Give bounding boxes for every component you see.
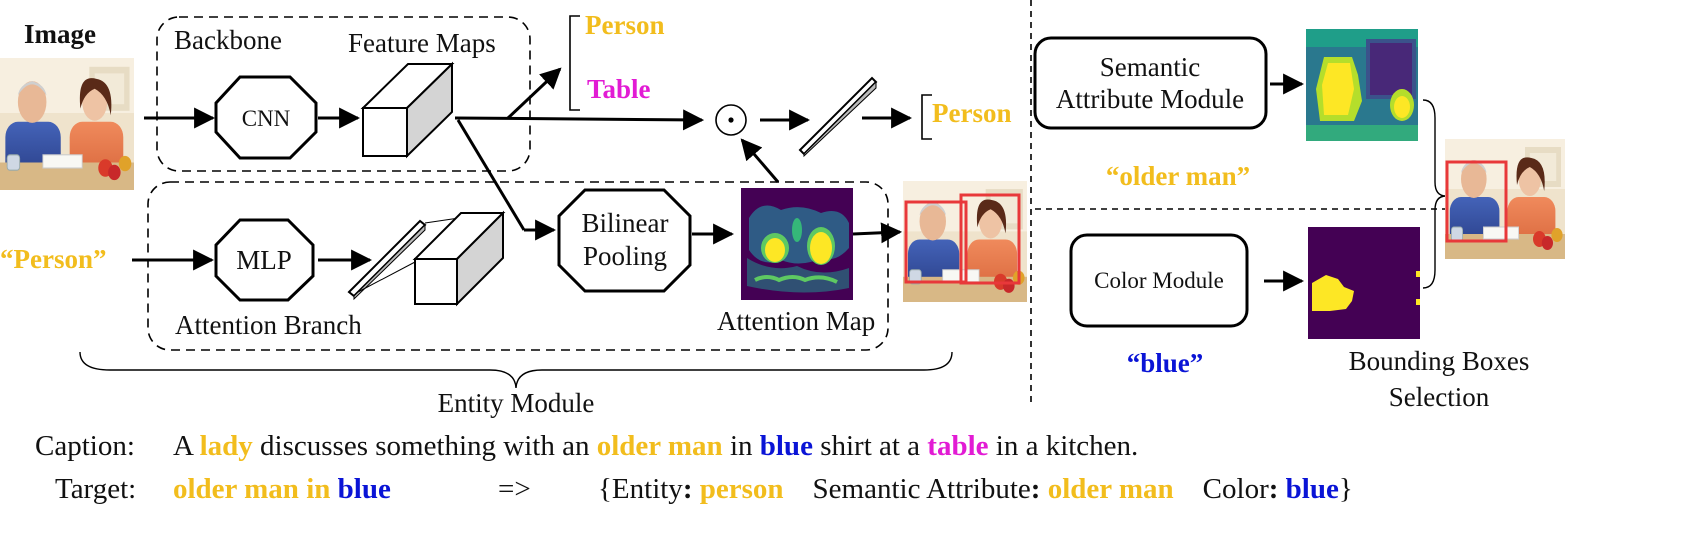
arrow-attention-bboxes bbox=[852, 222, 903, 244]
mlp-node bbox=[214, 218, 315, 302]
bbox-selection-line2: Selection bbox=[1389, 382, 1490, 412]
attention-branch-label: Attention Branch bbox=[175, 310, 362, 340]
attention-map-label: Attention Map bbox=[717, 306, 875, 336]
caption-text-part: older man bbox=[597, 430, 723, 462]
caption-text-part: A bbox=[173, 430, 200, 462]
target-parse-part: } bbox=[1339, 473, 1353, 505]
target-parse-part: {Entity bbox=[598, 473, 683, 505]
cnn-label: CNN bbox=[242, 106, 291, 131]
target-parse-part: Color bbox=[1174, 473, 1269, 505]
hadamard-dot bbox=[728, 117, 734, 123]
broadcast-line-bottom bbox=[357, 261, 416, 293]
semantic-attribute-module bbox=[1033, 36, 1268, 130]
feature-maps-label: Feature Maps bbox=[348, 28, 496, 58]
caption-text-part: table bbox=[927, 430, 988, 462]
target-parse-part: : bbox=[683, 473, 700, 505]
bilinear-label-line1: Bilinear bbox=[582, 208, 669, 238]
semantic-label-line2: Attribute Module bbox=[1056, 84, 1244, 114]
class-person-label: Person bbox=[585, 10, 664, 40]
bilinear-pooling-node bbox=[557, 188, 692, 293]
target-label: Target: bbox=[55, 473, 136, 505]
target-parse-part: older man bbox=[1048, 473, 1174, 505]
bilinear-label-line2: Pooling bbox=[583, 241, 667, 271]
arrow-feature-classes bbox=[506, 67, 562, 120]
fc-layer bbox=[798, 76, 878, 158]
caption-text-part: in a kitchen. bbox=[989, 430, 1139, 462]
candidate-box-man bbox=[904, 200, 968, 284]
bbox-selection-line1: Bounding Boxes bbox=[1349, 346, 1530, 376]
cnn-node bbox=[214, 75, 318, 160]
target-phrase: older man in blue bbox=[173, 473, 391, 505]
image-label: Image bbox=[24, 19, 96, 49]
output-person-label: Person bbox=[932, 98, 1011, 128]
older-man-query-label: “older man” bbox=[1106, 161, 1250, 191]
class-table-label: Table bbox=[587, 74, 651, 104]
target-phrase-part: blue bbox=[338, 473, 391, 505]
caption-label: Caption: bbox=[35, 430, 135, 462]
color-heatmap-image bbox=[1308, 227, 1420, 339]
caption-text-part: blue bbox=[760, 430, 813, 462]
color-module-label: Color Module bbox=[1094, 268, 1224, 293]
entity-module-brace bbox=[79, 351, 953, 389]
target-parse-part: : bbox=[1031, 473, 1048, 505]
mlp-label: MLP bbox=[236, 245, 292, 275]
target-parse-part: blue bbox=[1286, 473, 1339, 505]
attention-cuboid bbox=[412, 210, 506, 307]
candidate-box-woman bbox=[959, 193, 1021, 285]
backbone-label: Backbone bbox=[174, 25, 282, 55]
arrow-feature-bilinear bbox=[456, 119, 526, 231]
color-module bbox=[1069, 233, 1249, 328]
caption-text-part: in bbox=[723, 430, 760, 462]
target-parse-part: Semantic Attribute bbox=[784, 473, 1031, 505]
query-embedding bbox=[347, 219, 427, 301]
blue-query-label: “blue” bbox=[1127, 348, 1204, 378]
attention-map-image bbox=[741, 188, 853, 300]
arrow-feature-hadamard bbox=[454, 109, 705, 131]
person-query-label: “Person” bbox=[0, 244, 106, 274]
class-bracket bbox=[569, 15, 580, 111]
caption-text-part: lady bbox=[200, 430, 254, 462]
feature-map-cuboid bbox=[360, 61, 455, 159]
target-arrow: => bbox=[498, 473, 531, 505]
semantic-heatmap-image bbox=[1306, 29, 1418, 141]
caption-text-part: shirt at a bbox=[813, 430, 927, 462]
caption-text-part: discusses something with an bbox=[253, 430, 597, 462]
target-parse: {Entity: person Semantic Attribute: olde… bbox=[598, 473, 1353, 505]
selected-box-man bbox=[1445, 160, 1508, 243]
input-image bbox=[0, 58, 134, 190]
target-parse-part: person bbox=[700, 473, 784, 505]
semantic-label-line1: Semantic bbox=[1100, 52, 1200, 82]
selection-brace bbox=[1422, 99, 1447, 289]
target-parse-part: : bbox=[1269, 473, 1286, 505]
entity-module-label: Entity Module bbox=[438, 388, 595, 418]
output-bracket bbox=[921, 94, 932, 140]
target-phrase-part: older man in bbox=[173, 473, 338, 505]
attention-branch-box bbox=[147, 181, 889, 351]
caption-text: A lady discusses something with an older… bbox=[173, 430, 1138, 462]
arrow-attention-hadamard bbox=[740, 138, 780, 183]
